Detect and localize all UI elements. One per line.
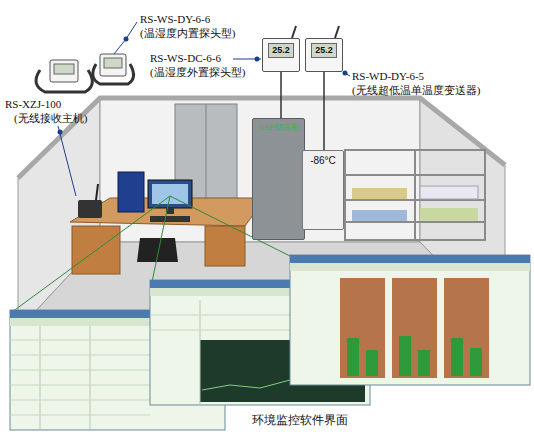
chair xyxy=(137,238,178,262)
leader-dot xyxy=(58,130,63,135)
pc-tower xyxy=(118,172,144,212)
probe-wire xyxy=(280,72,282,118)
grid-line xyxy=(10,355,150,356)
shelf-goods xyxy=(420,186,478,199)
grid-line xyxy=(10,340,150,341)
model-description: (无线接收主机) xyxy=(14,112,87,125)
monitor-screen xyxy=(152,184,188,204)
shelf-frame xyxy=(345,150,485,240)
gauge-bar xyxy=(366,350,378,376)
display-reading: 25.2 xyxy=(311,43,337,58)
grid-line xyxy=(10,415,150,416)
keyboard xyxy=(150,216,190,222)
model-number: RS-WS-DY-6-6 xyxy=(140,13,210,26)
model-description: (温湿度内置探头型) xyxy=(140,27,235,40)
probe-wire xyxy=(323,72,325,150)
view-line xyxy=(152,196,170,282)
sensor-body xyxy=(50,60,78,82)
gauge-panel xyxy=(444,278,489,378)
caption: 环境监控软件界面 xyxy=(250,412,350,429)
leader-line xyxy=(126,22,137,39)
gauge-bar xyxy=(470,348,482,376)
grid-line xyxy=(200,300,201,405)
sensor-device: 25.2 xyxy=(305,38,343,72)
window-frame xyxy=(290,255,530,385)
ultra-low-freezer: -86°C xyxy=(302,150,344,230)
grid-line xyxy=(90,326,91,430)
leader-line xyxy=(58,126,76,196)
sensor-device: 25.2 xyxy=(262,38,300,72)
software-window xyxy=(290,255,530,385)
host-antenna xyxy=(96,184,98,200)
cabinet-label: -86°C xyxy=(308,155,338,167)
window-toolbar xyxy=(290,263,530,271)
antenna xyxy=(335,26,339,38)
gauge-bar xyxy=(399,336,411,376)
leader-dot xyxy=(124,37,129,42)
gauge-panel xyxy=(392,278,437,378)
shelf-goods xyxy=(352,188,407,199)
receiver-host xyxy=(78,200,102,218)
leader-line xyxy=(114,39,126,54)
leader-dot xyxy=(343,71,348,76)
sensor-screen xyxy=(54,64,74,74)
shelves xyxy=(345,150,485,240)
model-description: (无线超低温单温度变送器) xyxy=(352,84,480,97)
probe-cable xyxy=(36,70,92,92)
grid-line xyxy=(10,370,150,371)
model-description: (温湿度外置探头型) xyxy=(150,66,245,79)
grid-line xyxy=(10,400,150,401)
shelf-post xyxy=(414,150,416,240)
model-number: RS-XZJ-100 xyxy=(5,98,61,111)
antenna xyxy=(292,26,296,38)
display-reading: 25.2 xyxy=(268,43,294,58)
desk-drawer xyxy=(205,226,245,266)
leader-dot xyxy=(255,57,260,62)
gauge-bar xyxy=(418,350,430,376)
view-line xyxy=(12,196,170,312)
sensor-screen xyxy=(104,58,122,68)
model-number: RS-WS-DC-6-6 xyxy=(150,52,221,65)
probe-cable xyxy=(93,64,134,84)
grid-line xyxy=(10,385,150,386)
cabinet-label: GSP阴凉柜 xyxy=(256,123,301,133)
model-number: RS-WD-DY-6-5 xyxy=(352,70,424,83)
cold-cabinet: GSP阴凉柜 xyxy=(252,118,305,240)
handheld-sensors xyxy=(36,54,134,92)
gauge-bar xyxy=(451,338,463,376)
gauge-panel xyxy=(340,278,385,378)
sensor-body xyxy=(100,54,126,76)
shelf-goods xyxy=(420,208,478,221)
window-titlebar xyxy=(290,255,530,263)
gauge-bar xyxy=(347,338,359,376)
grid-line xyxy=(40,326,41,430)
shelf-goods xyxy=(352,210,407,221)
